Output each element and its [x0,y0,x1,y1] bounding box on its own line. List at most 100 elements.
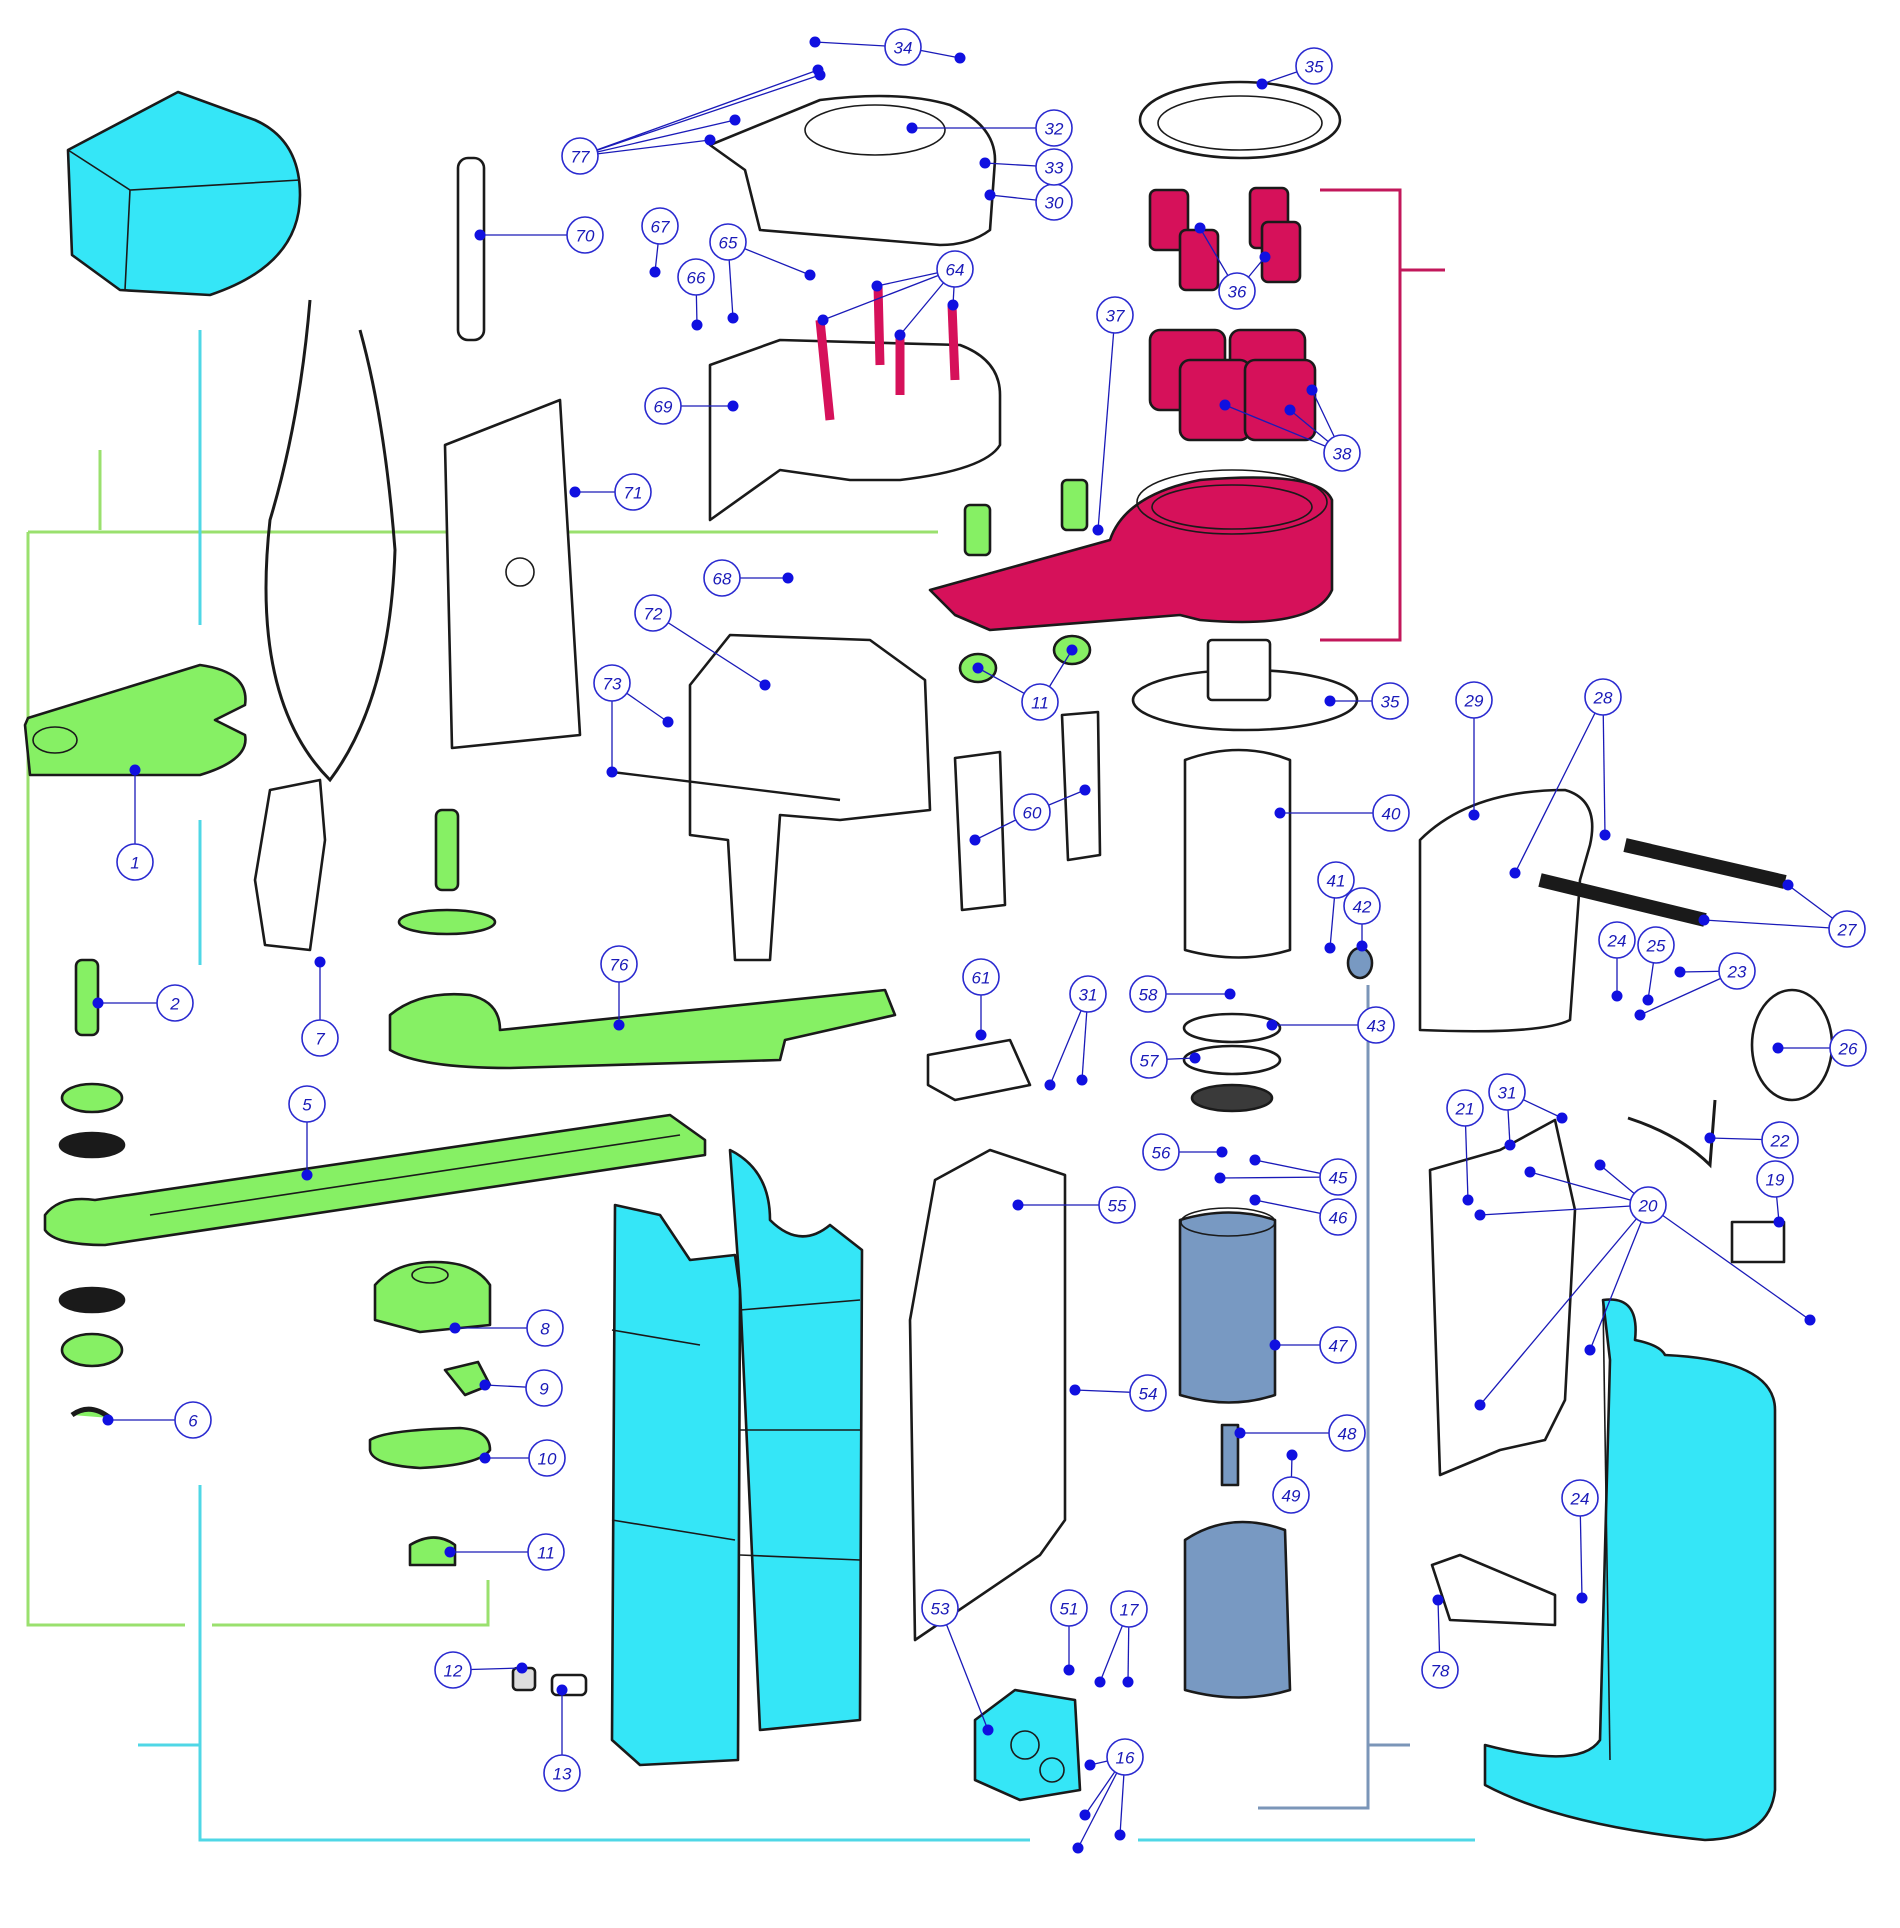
part-22-clip [1627,1099,1717,1169]
callout-27: 27 [1828,910,1866,948]
callout-label: 60 [1023,804,1042,823]
callout-label: 54 [1139,1385,1158,1404]
callout-66: 66 [677,258,715,296]
callout-circle [1829,1029,1867,1067]
leader-dot-58 [1224,988,1236,1000]
leader-dot-20 [1584,1344,1596,1356]
leader-dot-31 [1076,1074,1088,1086]
callout-label: 1 [130,854,139,873]
part-55-controller [908,1148,1067,1642]
leader-line-20 [1479,1204,1649,1216]
leader-dot-38 [1306,384,1318,396]
green-pin-a [963,503,992,557]
callout-label: 67 [651,218,670,237]
leader-line-72 [652,612,766,686]
callout-label: 34 [894,39,913,58]
callout-circle [288,1085,326,1123]
callout-26: 26 [1829,1029,1867,1067]
end-cap-plate [973,1688,1082,1802]
callout-7: 7 [301,1019,339,1057]
leader-line-77 [579,74,821,157]
callout-72: 72 [634,594,672,632]
callout-circle [644,387,682,425]
part-78-bracket [1430,1553,1557,1627]
callout-label: 65 [719,234,738,253]
callout-label: 66 [687,269,706,288]
callout-label: 46 [1329,1209,1348,1228]
callout-label: 72 [644,605,663,624]
leader-dot-30 [984,189,996,201]
leader-dot-65 [804,269,816,281]
leader-dot-49 [1286,1449,1298,1461]
part-57-disc [1182,1044,1282,1076]
leader-dot-31 [1044,1079,1056,1091]
leader-line-27 [1703,919,1848,930]
leader-dot-64 [871,280,883,292]
leader-dot-35 [1324,695,1336,707]
leader-dot-11 [444,1546,456,1558]
leader-dot-45 [1214,1172,1226,1184]
leader-dot-13 [556,1684,568,1696]
part-71-plate [443,398,582,750]
leader-dot-20 [1474,1209,1486,1221]
leader-dot-67 [649,266,661,278]
leader-line-20 [1589,1204,1649,1351]
callout-70: 70 [566,216,604,254]
callout-label: 28 [1593,689,1613,708]
leader-dot-16 [1072,1842,1084,1854]
callout-label: 10 [538,1450,557,1469]
callout-circle [962,958,1000,996]
callout-label: 73 [603,675,622,694]
leader-dot-17 [1122,1676,1134,1688]
part-64-screw-b [873,284,885,366]
leader-dot-19 [1773,1216,1785,1228]
washer-upper [60,1082,124,1114]
leader-line-64 [822,268,956,321]
leader-dot-33 [979,157,991,169]
leader-line-37 [1097,314,1116,531]
part-64-screw-a [815,319,835,421]
leader-dot-42 [1356,940,1368,952]
leader-dot-76 [613,1019,625,1031]
callout-60: 60 [1013,793,1051,831]
part-38-gear-c [1178,358,1252,442]
callout-circle [703,559,741,597]
leader-dot-35 [1256,78,1268,90]
leader-dot-57 [1189,1052,1201,1064]
callout-label: 17 [1120,1601,1139,1620]
leader-dot-47 [1269,1339,1281,1351]
leader-dot-34 [954,52,966,64]
part-21-frame [1428,1118,1577,1477]
callout-label: 78 [1431,1662,1450,1681]
leader-dot-32 [906,122,918,134]
leader-line-38 [1224,404,1343,454]
callout-label: 29 [1464,692,1484,711]
callout-circle [1323,434,1361,472]
callout-circle [593,664,631,702]
leader-line-20 [1647,1204,1811,1321]
callout-label: 30 [1045,194,1064,213]
callout-circle [116,843,154,881]
callout-label: 69 [654,398,673,417]
callout-31: 31 [1069,975,1107,1013]
callout-label: 43 [1367,1017,1386,1036]
callout-label: 48 [1338,1425,1357,1444]
callout-label: 36 [1228,283,1247,302]
part-73-rod [611,770,841,802]
leader-dot-20 [1474,1399,1486,1411]
callout-76: 76 [600,945,638,983]
washer-lower [60,1332,124,1368]
callout-29: 29 [1455,681,1493,719]
leader-dot-38 [1219,399,1231,411]
callout-circle [1013,793,1051,831]
callout-24: 24 [1561,1479,1599,1517]
lineart-parts [253,80,1834,1697]
callout-label: 12 [444,1662,463,1681]
leader-dot-64 [894,329,906,341]
callout-circle [561,137,599,175]
part-40-motor [1183,748,1292,959]
leader-dot-16 [1084,1759,1096,1771]
callout-label: 20 [1638,1197,1658,1216]
callout-17: 17 [1110,1590,1148,1628]
callout-circle [709,223,747,261]
